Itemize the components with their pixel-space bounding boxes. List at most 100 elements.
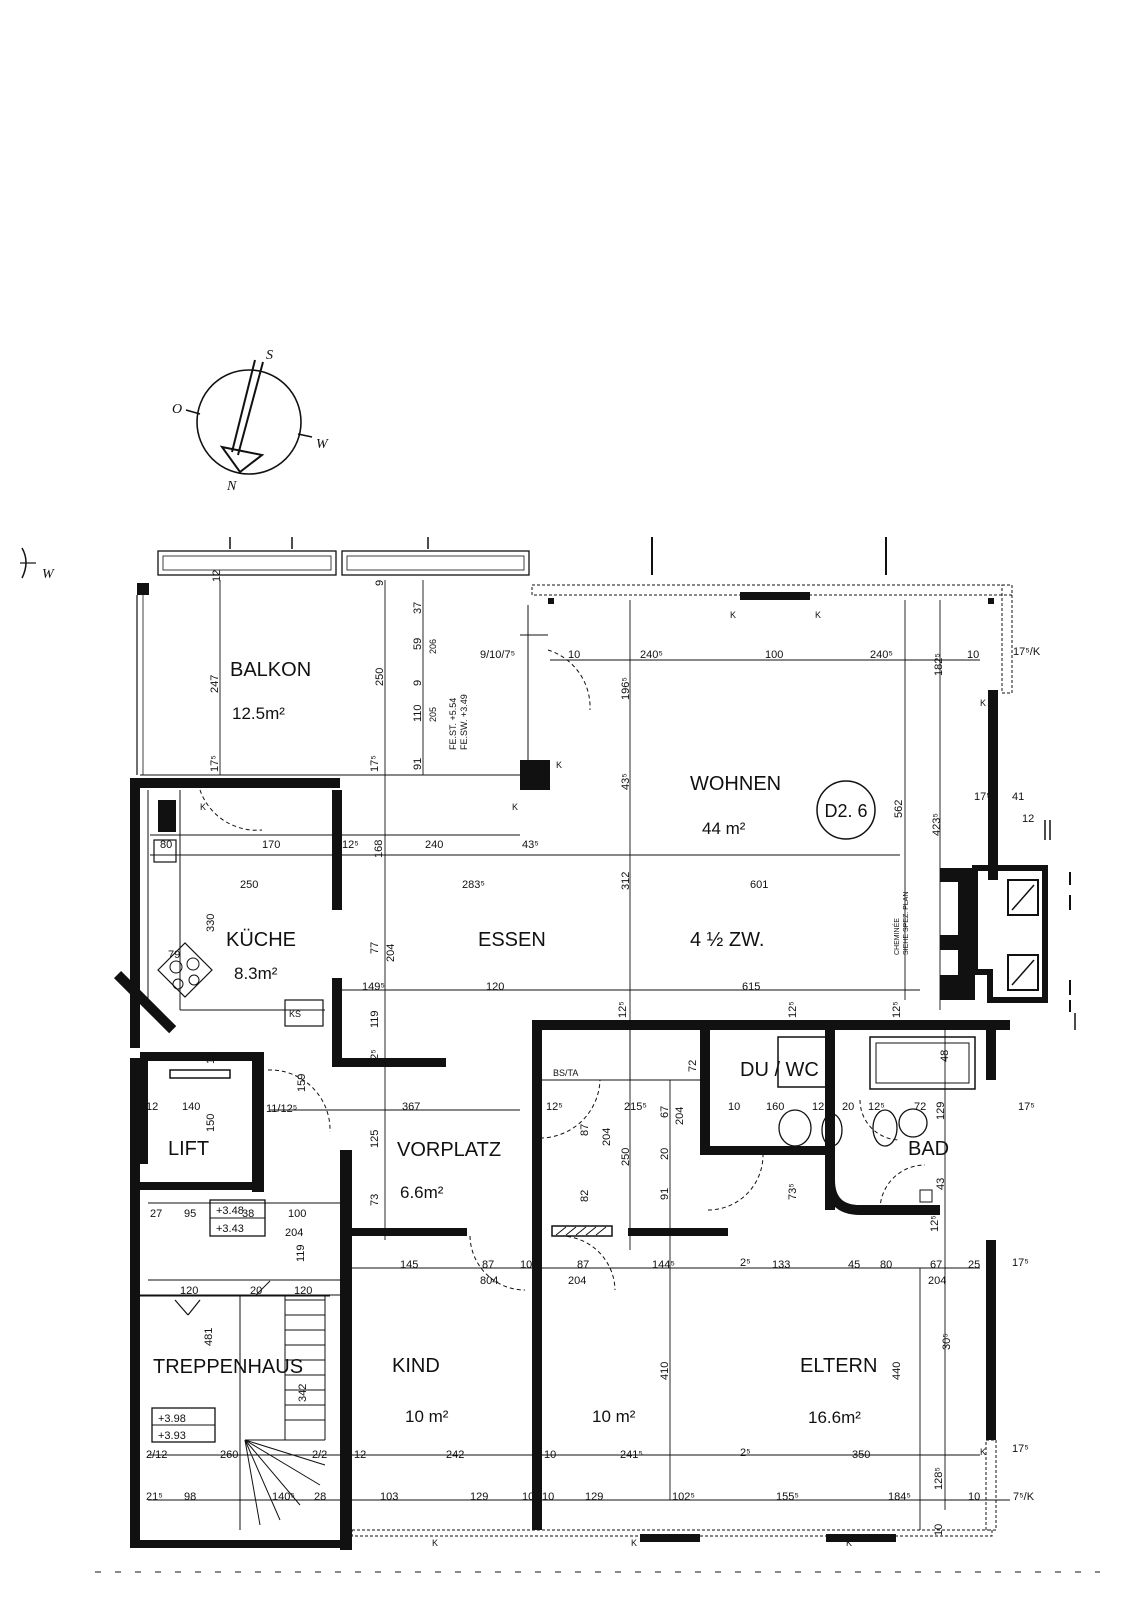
dim-label: 159 [296, 1074, 308, 1092]
dim-label: 10 [967, 649, 979, 661]
dimension-labels: 12 247 9 250 37 59 206 9 110 205 91 17⁵ … [146, 570, 1041, 1536]
dim-label: 12 [205, 1052, 217, 1064]
room-essen-name: ESSEN [478, 929, 546, 951]
dim-label: 12⁵ [891, 1001, 903, 1018]
dim-label: 150 [205, 1114, 217, 1132]
dim-label: 149⁵ [362, 981, 385, 993]
dim-label: 10 [568, 649, 580, 661]
dim-label: 12⁵ [546, 1101, 563, 1113]
compass-circle [196, 369, 302, 475]
dim-label: 204 [928, 1275, 946, 1287]
dim-label: 17⁵ [974, 791, 991, 803]
fixture-k-label-4: K [730, 610, 736, 620]
dim-label: 145 [400, 1259, 418, 1271]
dim-label: 10 [520, 1259, 532, 1271]
room-eltern-name: ELTERN [800, 1355, 877, 1377]
sink-icon [153, 839, 177, 863]
dim-label: 160 [766, 1101, 784, 1113]
level-lift-lower: +3.43 [216, 1223, 244, 1235]
dim-label: 367 [402, 1101, 420, 1113]
dim-label: 11/12⁵ [266, 1103, 297, 1115]
dim-label: 17⁵ [1018, 1101, 1035, 1113]
dim-label: 120 [294, 1285, 312, 1297]
fixture-bsta-label: BS/TA [553, 1068, 578, 1078]
dim-label: 204 [568, 1275, 586, 1287]
dim-label: 12⁵ [787, 1001, 799, 1018]
dim-label: 9/10/7⁵ [480, 649, 515, 661]
dim-label: 120 [486, 981, 504, 993]
compass-needle [237, 361, 264, 456]
room-balkon-name: BALKON [230, 659, 311, 681]
dim-label: 481 [203, 1328, 215, 1346]
dim-label: 260 [220, 1449, 238, 1461]
dim-label: 2⁵ [740, 1257, 751, 1269]
dim-label: 73⁵ [787, 1183, 799, 1200]
dim-label: 10 [933, 1524, 945, 1536]
dim-label: 91 [412, 758, 424, 770]
dim-label: 804 [480, 1275, 498, 1287]
dim-label: 59 [412, 638, 424, 650]
bath-fixtures [777, 1036, 976, 1203]
dim-label: 79 [168, 949, 180, 961]
dim-label: 129 [935, 1102, 947, 1120]
dim-label: 77 [369, 942, 381, 954]
dim-label: 12 [1022, 813, 1034, 825]
dim-label: 2/12 [146, 1449, 167, 1461]
dim-label: 21⁵ [146, 1491, 163, 1503]
dim-label: 12⁵ [929, 1215, 941, 1232]
dim-label: 12⁵ [342, 839, 359, 851]
dim-label: 215⁵ [624, 1101, 647, 1113]
dim-label: 27 [150, 1208, 162, 1220]
dim-label: 250 [240, 879, 258, 891]
balcony-parapet [136, 550, 530, 775]
dim-label: 103 [380, 1491, 398, 1503]
dim-label: 242 [446, 1449, 464, 1461]
room-du-wc-name: DU / WC [740, 1059, 819, 1081]
dim-label: 80 [880, 1259, 892, 1271]
dim-label: 95 [184, 1208, 196, 1220]
dim-label: 12 [354, 1449, 366, 1461]
dim-label: 204 [285, 1227, 303, 1239]
dim-label: 43 [935, 1178, 947, 1190]
fixture-k-label-3: K [556, 760, 562, 770]
dim-label: 9 [412, 680, 424, 686]
dim-label: 250 [620, 1148, 632, 1166]
dim-label: 168 [373, 840, 385, 858]
walls [114, 778, 1010, 1550]
stair-treads [239, 1295, 330, 1530]
dim-label: 45 [848, 1259, 860, 1271]
dim-label: 250 [374, 668, 386, 686]
dim-label: 283⁵ [462, 879, 485, 891]
compass: S O W N [172, 348, 329, 494]
dim-label: 10 [544, 1449, 556, 1461]
dim-label: 87 [579, 1124, 591, 1136]
room-wohnen-area: 44 m² [702, 819, 746, 838]
dim-label: 20 [250, 1285, 262, 1297]
dim-label: 119 [369, 1010, 381, 1028]
level-stair-upper: +3.98 [158, 1413, 186, 1425]
dim-label: 125 [369, 1130, 381, 1148]
dim-label: 601 [750, 879, 768, 891]
bathtub-icon [869, 1036, 976, 1090]
dim-label: 73 [369, 1194, 381, 1206]
dim-label: 2⁵ [740, 1447, 751, 1459]
dim-label: 204 [674, 1107, 686, 1125]
side-marker-label: W [42, 567, 55, 582]
dim-label: 67 [659, 1106, 671, 1118]
room-kueche-name: KÜCHE [226, 929, 296, 951]
chimney-note-2: SIEHE SPEZ. PLAN [903, 892, 910, 955]
cooktop-icon [157, 942, 213, 998]
dim-label: 410 [659, 1362, 671, 1380]
dim-label: 17⁵ [1012, 1257, 1029, 1269]
dim-label: 240⁵ [870, 649, 893, 661]
washbasin-icon [778, 1109, 812, 1147]
dim-label: 82 [579, 1190, 591, 1202]
chimney [940, 820, 1076, 1030]
dim-label: 12 [146, 1101, 158, 1113]
dim-label: 28 [314, 1491, 326, 1503]
dim-label: 170 [262, 839, 280, 851]
dim-label: 12⁵ [617, 1001, 629, 1018]
balcony-note-2: FE.SW. +3.49 [459, 694, 469, 750]
dim-label: 129 [585, 1491, 603, 1503]
